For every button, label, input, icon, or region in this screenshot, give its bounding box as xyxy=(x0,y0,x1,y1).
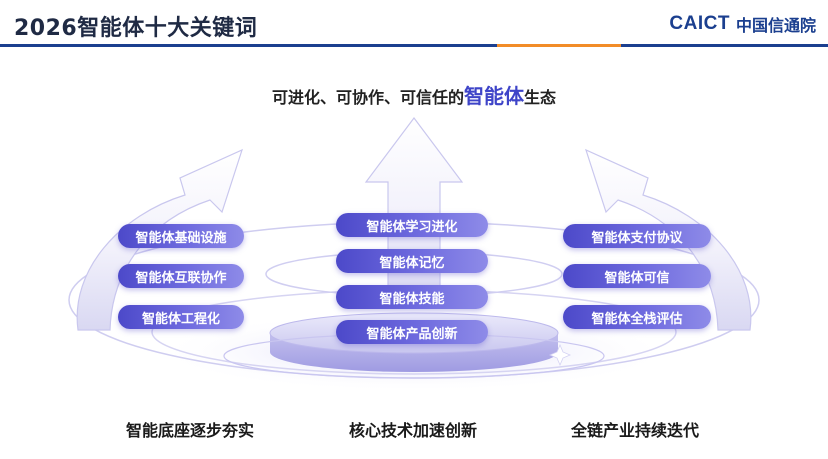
caption-middle: 核心技术加速创新 xyxy=(348,421,477,440)
caption-left: 智能底座逐步夯实 xyxy=(125,421,254,440)
caption-right: 全链产业持续迭代 xyxy=(570,421,699,440)
page-title: 2026智能体十大关键词 xyxy=(14,16,258,41)
pill-agent-product-innovation: 智能体产品创新 xyxy=(336,320,488,344)
sparkle-icon xyxy=(548,343,572,367)
header-bar: 2026智能体十大关键词 CAICT 中国信通院 xyxy=(0,0,828,48)
header-divider xyxy=(0,44,828,47)
pill-agent-trust: 智能体可信 xyxy=(563,264,711,288)
pill-agent-skills: 智能体技能 xyxy=(336,285,488,309)
logo-text-en: CAICT xyxy=(669,13,730,34)
pill-agent-interconnect: 智能体互联协作 xyxy=(118,264,244,288)
pill-agent-memory: 智能体记忆 xyxy=(336,249,488,273)
pill-agent-engineering: 智能体工程化 xyxy=(118,305,244,329)
ecosystem-headline: 可进化、可协作、可信任的智能体生态 xyxy=(0,80,828,109)
pill-agent-infrastructure: 智能体基础设施 xyxy=(118,224,244,248)
headline-suffix: 生态 xyxy=(524,88,557,107)
caict-logo: CAICT 中国信通院 xyxy=(669,12,816,36)
headline-prefix: 可进化、可协作、可信任的 xyxy=(271,88,464,107)
logo-text-cn: 中国信通院 xyxy=(735,16,816,35)
headline-accent: 智能体 xyxy=(464,84,524,108)
pill-agent-payment-protocol: 智能体支付协议 xyxy=(563,224,711,248)
pill-agent-learning-evolution: 智能体学习进化 xyxy=(336,213,488,237)
pill-agent-fullstack-eval: 智能体全栈评估 xyxy=(563,305,711,329)
